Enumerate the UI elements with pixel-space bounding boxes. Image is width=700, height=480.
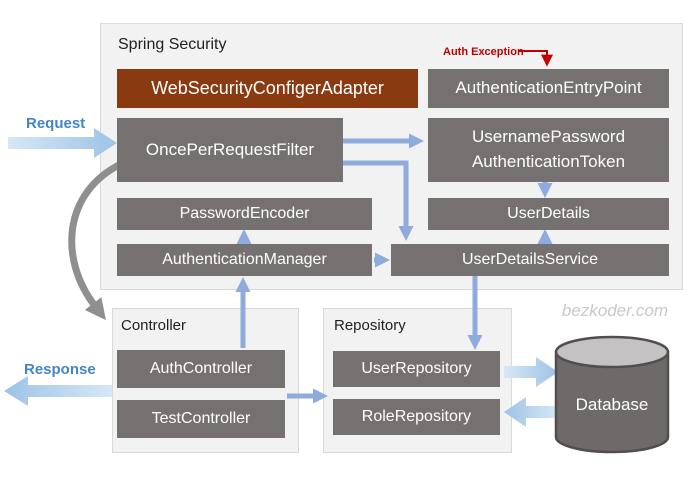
repository-title: Repository [334, 317, 406, 334]
token-line-2: AuthenticationToken [471, 152, 626, 171]
authentication-manager-box: AuthenticationManager [117, 244, 372, 276]
auth-exception-label: Auth Exception [443, 46, 524, 58]
username-password-authentication-token-box: UsernamePassword AuthenticationToken [428, 118, 669, 182]
filter-to-controller-curve-arrow [68, 160, 123, 321]
response-label: Response [24, 361, 96, 378]
password-encoder-box: PasswordEncoder [117, 198, 372, 230]
database-label: Database [575, 395, 649, 414]
spring-security-title: Spring Security [118, 36, 227, 53]
auth-exception-arrow [519, 50, 553, 67]
role-repository-box: RoleRepository [333, 399, 500, 435]
filter-to-user-details-service-arrow [343, 160, 414, 241]
database-cylinder [554, 350, 670, 454]
once-per-request-filter-box: OncePerRequestFilter [117, 118, 343, 182]
controller-title: Controller [121, 317, 187, 334]
database-to-role-repository-arrow [504, 397, 557, 427]
authentication-entry-point-box: AuthenticationEntryPoint [428, 69, 669, 108]
user-repository-to-database-arrow [504, 357, 558, 387]
user-repository-box: UserRepository [333, 351, 500, 387]
database-cylinder-top [554, 335, 670, 369]
user-details-service-box: UserDetailsService [391, 244, 669, 276]
bezkoder-watermark: bezkoder.com [561, 301, 668, 320]
request-label: Request [26, 115, 86, 132]
auth-controller-box: AuthController [117, 350, 285, 388]
response-arrow [4, 376, 112, 406]
request-arrow [8, 128, 117, 158]
test-controller-box: TestController [117, 400, 285, 438]
web-security-configer-adapter-box: WebSecurityConfigerAdapter [117, 69, 418, 108]
user-details-box: UserDetails [428, 198, 669, 230]
token-line-1: UsernamePassword [471, 127, 626, 147]
